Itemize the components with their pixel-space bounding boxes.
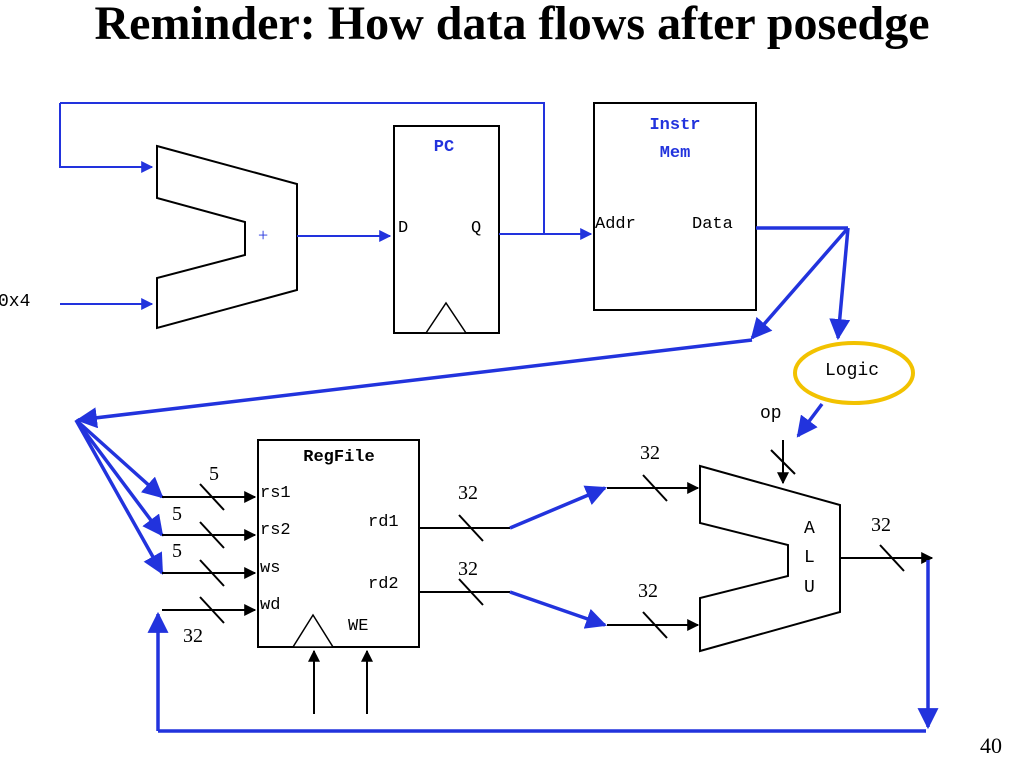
alu-op-label: op	[760, 404, 782, 424]
alu-output-wires	[147, 544, 939, 733]
regfile-port-we: WE	[348, 617, 368, 636]
width-rs1: 5	[209, 463, 219, 485]
slide-title: Reminder: How data flows after posedge	[94, 0, 930, 50]
instruction-wires	[74, 226, 851, 575]
regfile-input-wires	[162, 483, 373, 714]
alu-letter-l: L	[804, 548, 815, 568]
regfile-port-rd1: rd1	[368, 513, 399, 532]
logic-label: Logic	[825, 361, 879, 381]
regfile-port-ws: ws	[260, 559, 280, 578]
width-rd2: 32	[458, 558, 478, 580]
clock-triangle-icon	[291, 613, 335, 648]
width-alu-op: 32	[640, 442, 660, 464]
width-wd: 32	[183, 625, 203, 647]
instr-mem-title-line2: Mem	[660, 144, 691, 163]
pc-q-port: Q	[471, 219, 481, 238]
pc-register	[393, 125, 500, 334]
width-rd1: 32	[458, 482, 478, 504]
regfile-output-wires	[419, 440, 796, 639]
pc-title: PC	[434, 138, 454, 157]
register-file	[257, 439, 420, 648]
regfile-port-rd2: rd2	[368, 575, 399, 594]
regfile-port-wd: wd	[260, 596, 280, 615]
width-ws: 5	[172, 540, 182, 562]
width-alu-out: 32	[871, 514, 891, 536]
top-wires	[59, 102, 593, 310]
page-number: 40	[980, 733, 1002, 758]
alu-letter-u: U	[804, 578, 815, 598]
width-rs2: 5	[172, 503, 182, 525]
alu	[699, 464, 841, 653]
instr-mem-data-port: Data	[692, 215, 733, 234]
clock-triangle-icon	[424, 301, 468, 334]
regfile-port-rs1: rs1	[260, 484, 291, 503]
adder-constant-label: 0x4	[0, 292, 30, 312]
pc-adder	[156, 144, 298, 330]
logic-block	[793, 341, 915, 405]
width-alu-in2: 32	[638, 580, 658, 602]
instr-mem-addr-port: Addr	[595, 215, 636, 234]
adder-plus-symbol: +	[258, 225, 268, 245]
pc-d-port: D	[398, 219, 408, 238]
instr-mem-box	[593, 102, 757, 311]
instr-mem-title-line1: Instr	[649, 116, 700, 135]
alu-letter-a: A	[804, 519, 815, 539]
regfile-title: RegFile	[303, 448, 374, 467]
regfile-port-rs2: rs2	[260, 521, 291, 540]
